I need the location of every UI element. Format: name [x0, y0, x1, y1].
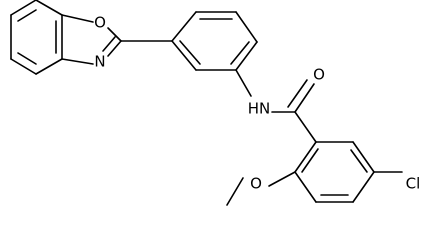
ring-nitrogen-label: N — [94, 53, 105, 71]
amide-nh-label: HN — [248, 100, 271, 118]
bond-lines — [10, 0, 403, 206]
chlorine-label: Cl — [406, 175, 421, 193]
carbonyl-oxygen-label: O — [313, 66, 325, 84]
structure-drawing: O N HN O O Cl — [10, 0, 420, 206]
methoxy-oxygen-label: O — [250, 175, 262, 193]
atom-labels: O N HN O O Cl — [94, 14, 420, 193]
molecule-diagram: O N HN O O Cl — [10, 0, 420, 206]
ring-oxygen-label: O — [94, 14, 106, 32]
